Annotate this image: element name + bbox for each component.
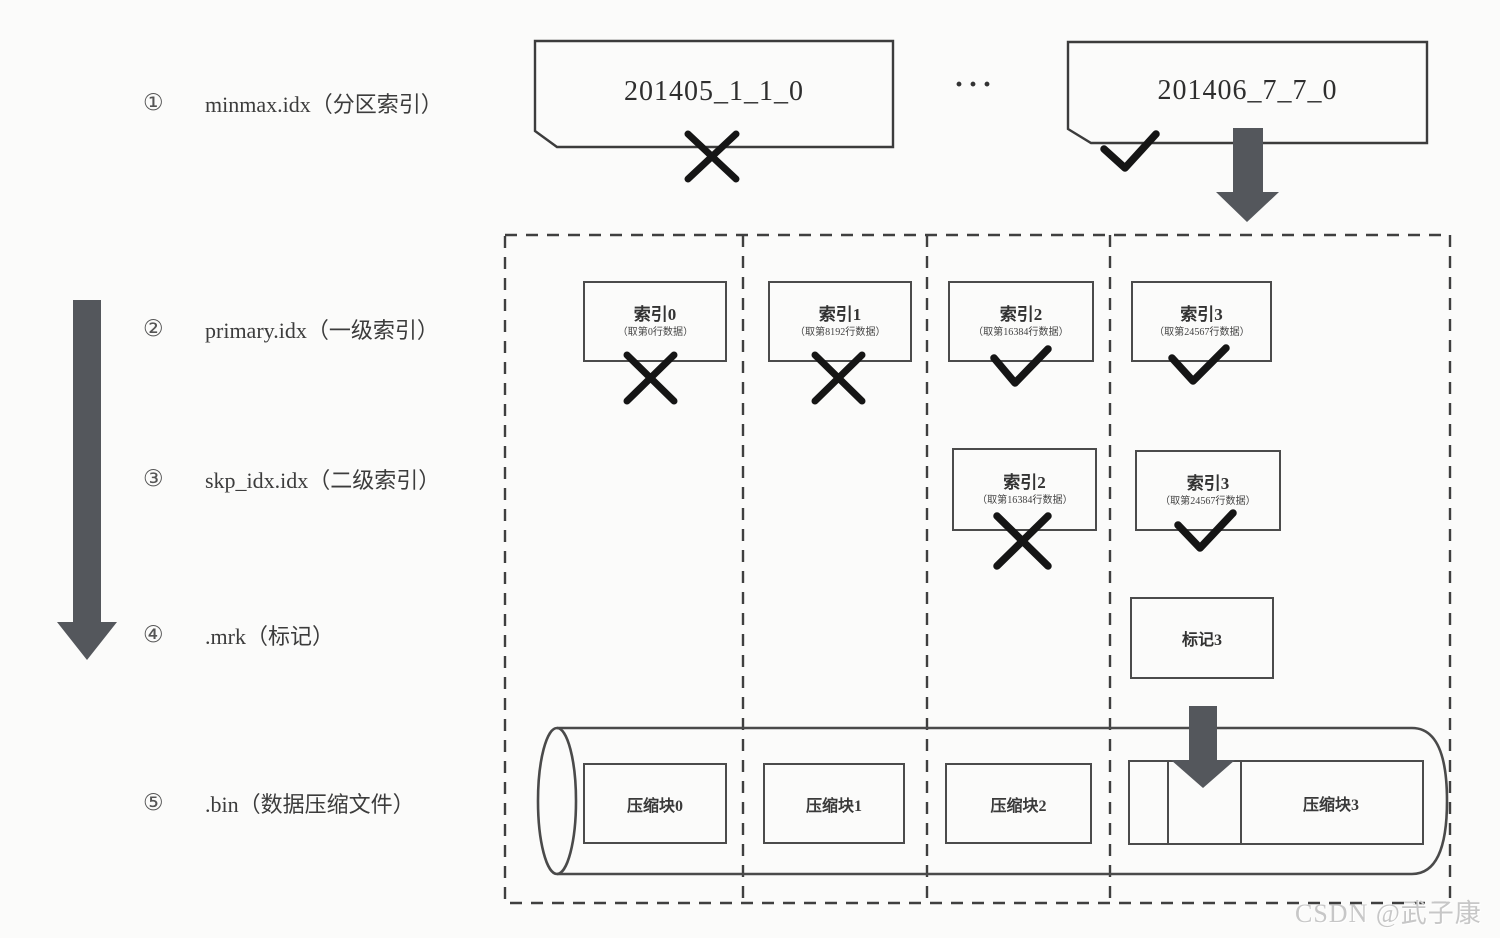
primary-index-3-subtitle: （取第24567行数据） [1153,326,1250,338]
bin-block-3-composite: 压缩块3 [1128,760,1424,845]
partition-down-arrow [1216,128,1279,222]
primary-index-box-3: 索引3 （取第24567行数据） [1131,281,1272,362]
skip-index-2-title: 索引2 [1003,473,1046,493]
skip-index-3-subtitle: （取第24567行数据） [1160,495,1256,507]
bin-block-0: 压缩块0 [583,763,727,844]
primary-index-2-subtitle: （取第16384行数据） [973,326,1069,338]
bin-block-2: 压缩块2 [945,763,1092,844]
step-1-number: ① [143,90,164,116]
bin-block-3-divider-1 [1167,762,1169,843]
check-mark-partition-right [1100,130,1160,172]
step-4-label: .mrk（标记） [205,624,334,649]
skip-index-box-2: 索引2 （取第16384行数据） [952,448,1097,531]
step-2-label-row: ② primary.idx（一级索引） [143,313,439,345]
mark-box-3: 标记3 [1130,597,1274,679]
step-2-label: primary.idx（一级索引） [205,318,439,343]
skip-index-2-subtitle: （取第16384行数据） [976,494,1073,506]
skip-index-box-3: 索引3 （取第24567行数据） [1135,450,1281,531]
primary-index-3-title: 索引3 [1180,305,1223,325]
step-5-label-row: ⑤ .bin（数据压缩文件） [143,787,415,819]
primary-index-2-title: 索引2 [999,305,1043,325]
step-4-label-row: ④ .mrk（标记） [143,619,334,651]
bin-cylinder-cap [536,726,578,876]
primary-index-1-title: 索引1 [818,305,862,325]
step-2-number: ② [143,316,164,342]
step-3-label: skp_idx.idx（二级索引） [205,468,441,493]
step-1-label: minmax.idx（分区索引） [205,92,443,117]
step-3-label-row: ③ skp_idx.idx（二级索引） [143,463,440,495]
step-3-number: ③ [143,466,164,492]
step-4-number: ④ [143,622,164,648]
partition-left-name: 201405_1_1_0 [624,76,804,107]
bin-block-3-divider-2 [1240,762,1242,843]
step-1-label-row: ① minmax.idx（分区索引） [143,87,443,119]
primary-index-box-0: 索引0 （取第0行数据） [583,281,727,362]
bin-block-3-label: 压缩块3 [1302,796,1359,814]
partitions-ellipsis: ··· [953,68,996,101]
step-5-label: .bin（数据压缩文件） [205,792,415,817]
partition-right-name: 201406_7_7_0 [1157,74,1338,106]
bin-block-1: 压缩块1 [763,763,905,844]
watermark: CSDN @武子康 [1295,899,1482,928]
primary-index-box-1: 索引1 （取第8192行数据） [768,281,912,362]
primary-index-box-2: 索引2 （取第16384行数据） [948,281,1094,362]
primary-index-0-title: 索引0 [633,305,677,325]
skip-index-3-title: 索引3 [1186,474,1230,494]
primary-index-0-subtitle: （取第0行数据） [617,326,693,338]
flow-down-arrow-left [57,300,117,660]
primary-index-1-subtitle: （取第8192行数据） [794,326,886,338]
step-5-number: ⑤ [143,790,164,816]
